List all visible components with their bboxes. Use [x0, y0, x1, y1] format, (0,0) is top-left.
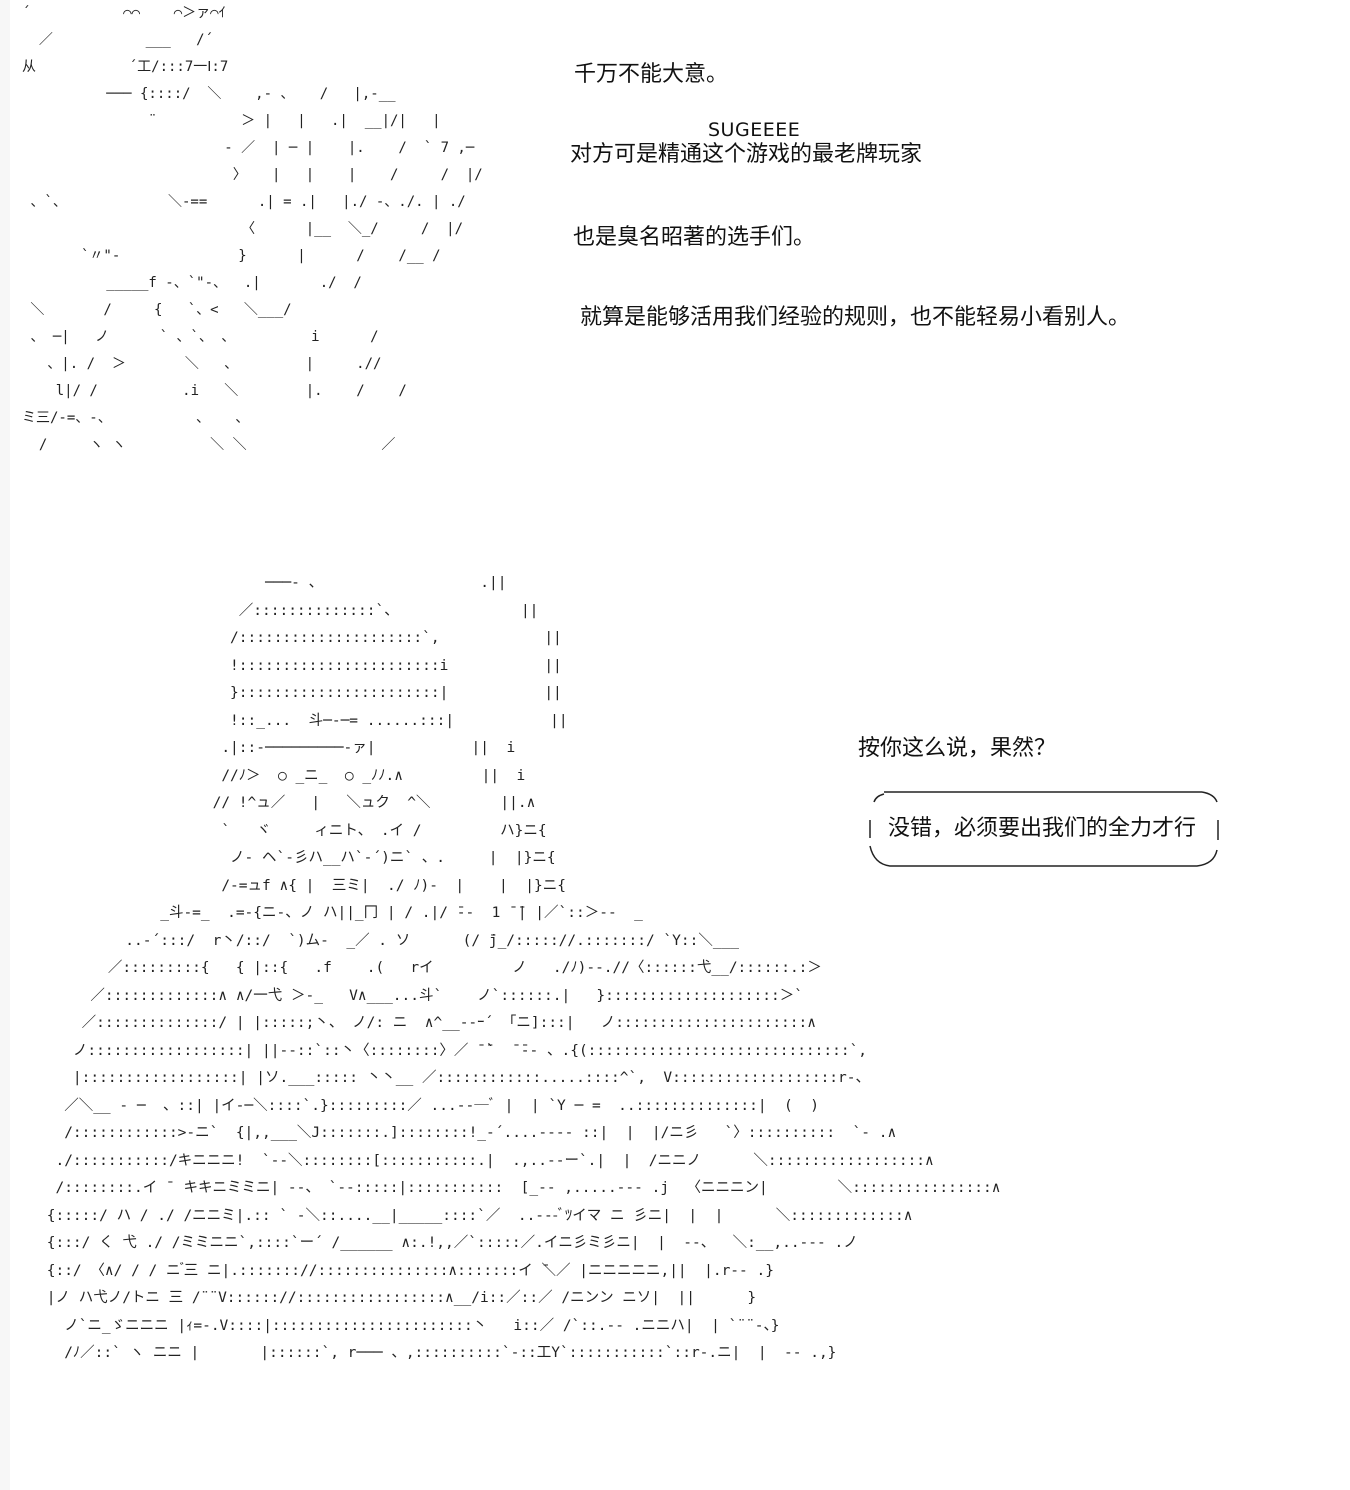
dialogue-line-3: 也是臭名昭著的选手们。 [573, 225, 816, 250]
soldier-ascii-art: ───- 、 .|| ／::::::::::::::`、 || /:::::::… [46, 575, 1001, 1361]
speech-bubble-outline [869, 791, 1219, 867]
dialogue-line-4: 就算是能够活用我们经验的规则，也不能轻易小看别人。 [580, 305, 1131, 330]
manga-page: ´ ⌒⌒ ⌒＞ァ⌒ｲ ／ ___ /´ 从 ´工/:::7一Ⅰ:7 ─── {:… [10, 0, 1350, 1490]
sfx-text: SUGEEEE [708, 119, 801, 141]
dialogue-line-1: 千万不能大意。 [574, 62, 729, 87]
dialogue-line-2: 对方可是精通这个游戏的最老牌玩家 [570, 142, 923, 167]
speech-bubble: 没错，必须要出我们的全力才行 [862, 780, 1232, 872]
hand-ascii-art: ´ ⌒⌒ ⌒＞ァ⌒ｲ ／ ___ /´ 从 ´工/:::7一Ⅰ:7 ─── {:… [22, 5, 483, 453]
dialogue-line-5: 按你这么说，果然？ [858, 736, 1057, 761]
bubble-text: 没错，必须要出我们的全力才行 [888, 816, 1197, 841]
